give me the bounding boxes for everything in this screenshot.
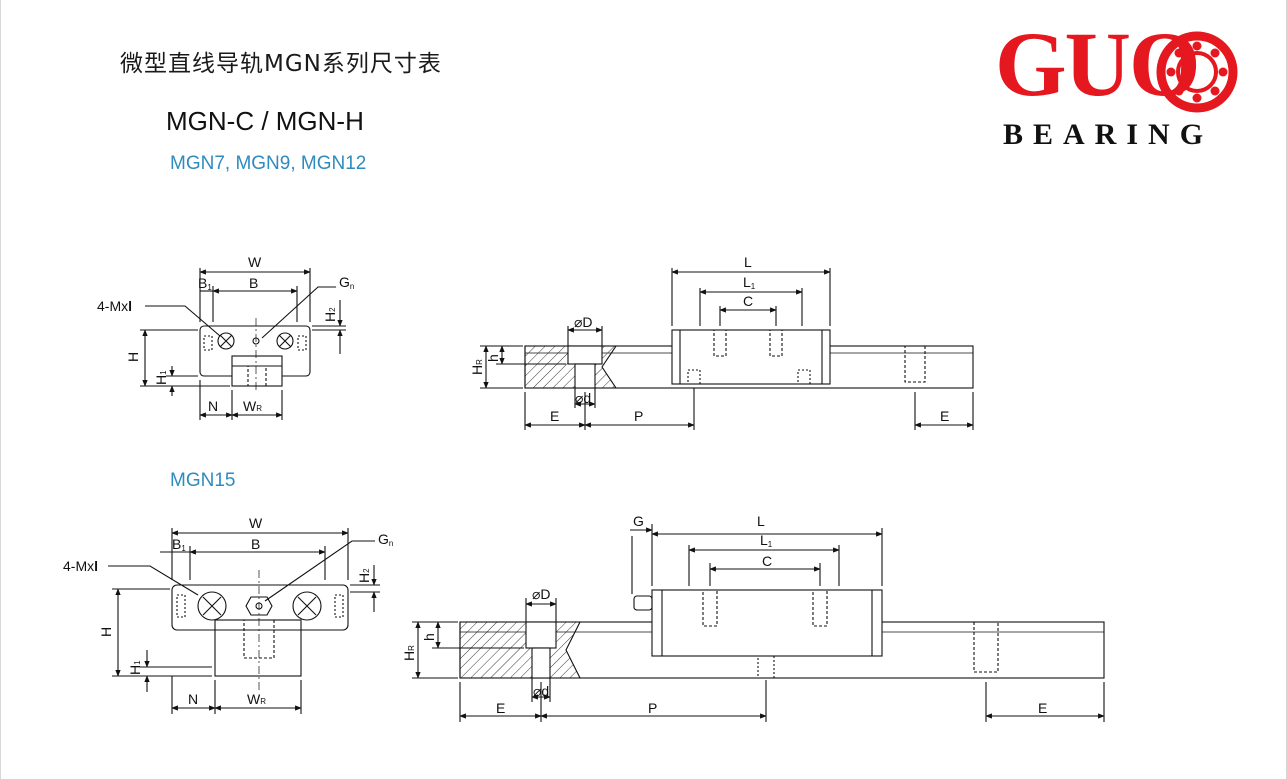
svg-text:WR: WR: [247, 691, 266, 707]
svg-text:HR: HR: [401, 645, 417, 661]
svg-text:N: N: [208, 398, 218, 414]
end-view-small: [140, 268, 346, 420]
page-title: 微型直线导轨MGN系列尺寸表: [120, 51, 442, 77]
svg-text:L1: L1: [743, 274, 756, 291]
svg-text:W: W: [248, 254, 262, 270]
svg-text:4-Mxl: 4-Mxl: [97, 298, 132, 314]
svg-text:B: B: [251, 536, 260, 552]
svg-text:H1: H1: [127, 660, 143, 675]
svg-text:h: h: [485, 354, 501, 362]
end-view-large: [108, 528, 380, 714]
logo-bearing-word: BEARING: [1003, 118, 1214, 151]
series-label-large: MGN15: [170, 470, 236, 491]
svg-text:4-Mxl: 4-Mxl: [63, 558, 98, 574]
svg-text:H2: H2: [356, 568, 372, 583]
svg-text:WR: WR: [243, 398, 262, 414]
svg-text:⌀D: ⌀D: [574, 314, 593, 330]
svg-text:E: E: [496, 700, 505, 716]
svg-text:B1: B1: [172, 536, 186, 553]
svg-text:C: C: [762, 553, 772, 569]
svg-text:⌀d: ⌀d: [533, 683, 549, 699]
model-subtitle: MGN-C / MGN-H: [166, 106, 364, 136]
svg-text:H: H: [125, 352, 141, 362]
svg-text:P: P: [648, 700, 657, 716]
series-label-small: MGN7, MGN9, MGN12: [170, 153, 367, 174]
svg-text:L: L: [757, 513, 765, 529]
svg-text:L1: L1: [760, 532, 773, 549]
svg-text:G: G: [633, 513, 644, 529]
svg-text:⌀d: ⌀d: [575, 390, 591, 406]
svg-text:W: W: [249, 515, 263, 531]
side-view-small: [480, 268, 974, 430]
end-view-small-labels: W B B1 Gn 4-Mxl H H1 H2 N WR: [97, 254, 354, 414]
svg-text:C: C: [743, 293, 753, 309]
svg-text:h: h: [421, 633, 437, 641]
svg-text:P: P: [634, 408, 643, 424]
svg-text:HR: HR: [469, 359, 485, 375]
frame-left-edge: [0, 0, 1, 779]
svg-text:B1: B1: [198, 275, 212, 292]
svg-text:Gn: Gn: [339, 274, 354, 291]
svg-text:H1: H1: [153, 370, 169, 385]
svg-text:N: N: [188, 691, 198, 707]
svg-text:E: E: [1038, 700, 1047, 716]
svg-text:H2: H2: [322, 307, 338, 322]
side-view-large-labels: G L L1 C ⌀D ⌀d h HR E P E: [401, 513, 1047, 716]
side-view-small-labels: L L1 C ⌀D ⌀d h HR E P E: [469, 254, 949, 424]
svg-text:⌀D: ⌀D: [532, 586, 551, 602]
side-view-large: [412, 524, 1105, 722]
svg-text:B: B: [249, 275, 258, 291]
bearing-ring-icon: [1156, 31, 1238, 113]
svg-text:E: E: [550, 408, 559, 424]
svg-text:Gn: Gn: [378, 531, 393, 548]
svg-text:H: H: [98, 627, 114, 637]
svg-text:L: L: [744, 254, 752, 270]
svg-text:E: E: [940, 408, 949, 424]
end-view-large-labels: W B B1 Gn 4-Mxl H H1 H2 N WR: [63, 515, 393, 707]
